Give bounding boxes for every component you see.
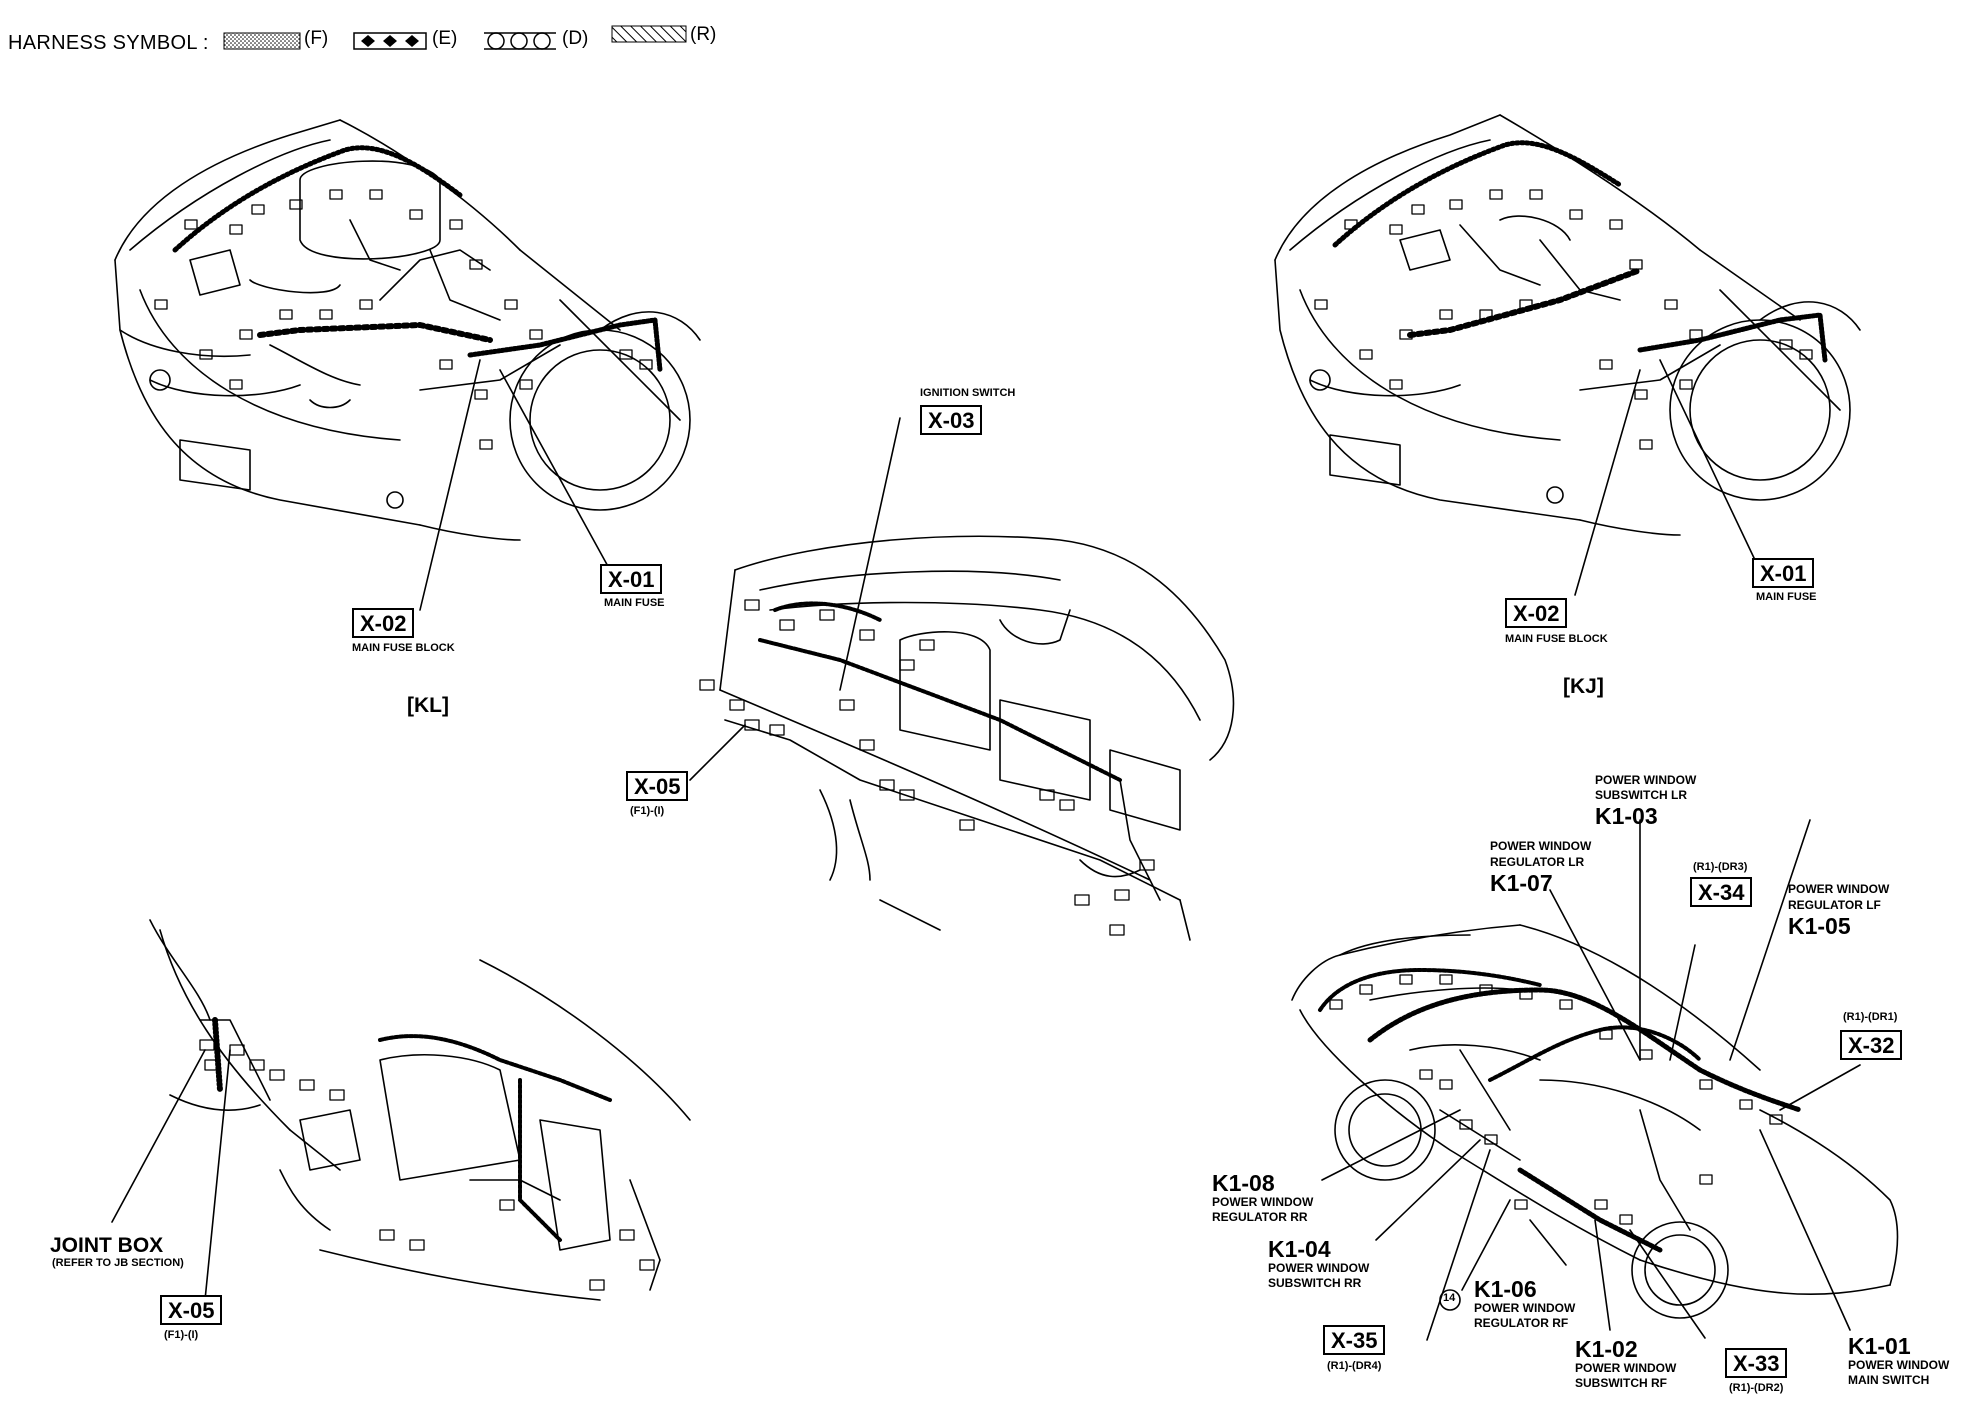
circle-14-marker [1439, 1289, 1461, 1311]
dash-x05-code: X-05 [626, 771, 689, 802]
k1-07-desc1: POWER WINDOW [1490, 839, 1592, 853]
k1-08-desc1: POWER WINDOW [1212, 1195, 1314, 1209]
k1-07-desc2: REGULATOR LR [1490, 855, 1585, 869]
legend-swatch-r [611, 25, 687, 43]
kl-x01-desc: MAIN FUSE [604, 597, 665, 609]
k1-01-code: K1-01 [1848, 1333, 1911, 1359]
x32-code: X-32 [1840, 1030, 1903, 1061]
view-label-kl: [KL] [407, 694, 449, 717]
kl-x02-code: X-02 [352, 608, 415, 639]
legend-symbols [223, 25, 687, 50]
x32-sub: (R1)-(DR1) [1843, 1011, 1898, 1023]
k1-02-code: K1-02 [1575, 1336, 1638, 1362]
k1-05-code: K1-05 [1788, 913, 1851, 939]
k1-05-desc2: REGULATOR LF [1788, 898, 1881, 912]
k1-08-code: K1-08 [1212, 1170, 1275, 1196]
kj-x02-desc: MAIN FUSE BLOCK [1505, 633, 1608, 645]
k1-05-desc1: POWER WINDOW [1788, 882, 1890, 896]
jb-x05-sub: (F1)-(I) [164, 1329, 199, 1341]
kl-x02-desc: MAIN FUSE BLOCK [352, 642, 455, 654]
circle-14-label: 14 [1443, 1292, 1456, 1304]
x03-desc: IGNITION SWITCH [920, 387, 1016, 399]
engine-bay-kl-drawing [114, 119, 701, 611]
legend-code-e: (E) [432, 28, 458, 49]
x33-sub: (R1)-(DR2) [1729, 1382, 1784, 1394]
view-label-kj: [KJ] [1563, 675, 1604, 698]
k1-07-code: K1-07 [1490, 870, 1553, 896]
kj-x02-code: X-02 [1505, 598, 1568, 629]
legend-swatch-f [223, 32, 301, 50]
k1-02-desc2: SUBSWITCH RF [1575, 1376, 1667, 1390]
dashboard-drawing [689, 417, 1235, 941]
joint-box-sub: (REFER TO JB SECTION) [52, 1257, 184, 1269]
joint-box-title: JOINT BOX [50, 1234, 164, 1257]
legend-swatch-d [484, 32, 556, 50]
k1-02-desc1: POWER WINDOW [1575, 1361, 1677, 1375]
legend-swatch-e [353, 32, 427, 50]
jb-x05-code: X-05 [160, 1295, 223, 1326]
k1-08-desc2: REGULATOR RR [1212, 1210, 1308, 1224]
joint-box-drawing [111, 919, 691, 1301]
engine-bay-kj-drawing [1274, 114, 1861, 596]
k1-06-desc2: REGULATOR RF [1474, 1316, 1569, 1330]
car-body-drawing [1291, 819, 1899, 1341]
k1-01-desc2: MAIN SWITCH [1848, 1373, 1930, 1387]
kj-x01-desc: MAIN FUSE [1756, 591, 1817, 603]
k1-03-desc2: SUBSWITCH LR [1595, 788, 1687, 802]
x34-code: X-34 [1690, 877, 1753, 908]
k1-06-desc1: POWER WINDOW [1474, 1301, 1576, 1315]
x03-code: X-03 [920, 405, 983, 436]
legend-code-r: (R) [690, 24, 717, 45]
x35-code: X-35 [1323, 1325, 1386, 1356]
k1-01-desc1: POWER WINDOW [1848, 1358, 1950, 1372]
legend-code-d: (D) [562, 28, 589, 49]
k1-04-code: K1-04 [1268, 1236, 1331, 1262]
dash-x05-sub: (F1)-(I) [630, 805, 665, 817]
x35-sub: (R1)-(DR4) [1327, 1360, 1382, 1372]
kl-x01-code: X-01 [600, 564, 663, 595]
x34-sub: (R1)-(DR3) [1693, 861, 1748, 873]
x33-code: X-33 [1725, 1348, 1788, 1379]
k1-06-code: K1-06 [1474, 1276, 1537, 1302]
k1-04-desc2: SUBSWITCH RR [1268, 1276, 1362, 1290]
k1-03-code: K1-03 [1595, 803, 1658, 829]
legend-code-f: (F) [304, 28, 329, 49]
legend-title: HARNESS SYMBOL : [8, 32, 209, 54]
kj-x01-code: X-01 [1752, 558, 1815, 589]
k1-03-desc1: POWER WINDOW [1595, 773, 1697, 787]
k1-04-desc1: POWER WINDOW [1268, 1261, 1370, 1275]
